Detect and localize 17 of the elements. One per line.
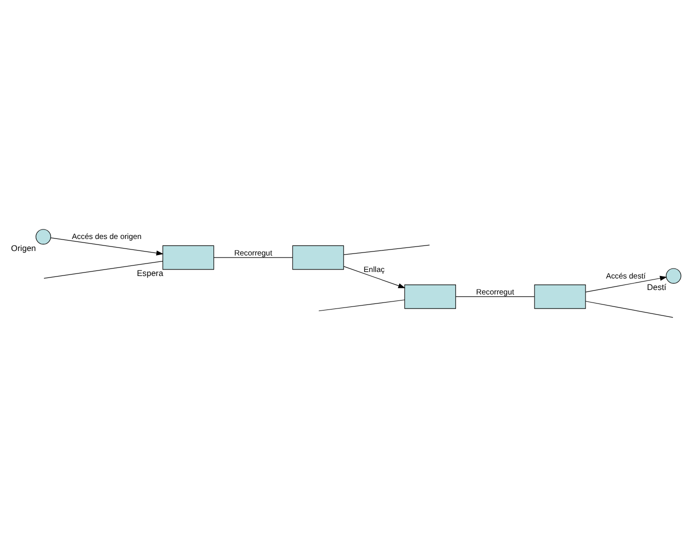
node-box bbox=[404, 284, 456, 308]
connector bbox=[344, 244, 430, 254]
node-circle bbox=[666, 268, 682, 284]
node-circle bbox=[36, 228, 52, 244]
arrow bbox=[344, 266, 406, 288]
connector bbox=[318, 299, 405, 311]
node-label: Origen bbox=[11, 242, 36, 252]
connector bbox=[585, 300, 674, 318]
node-box bbox=[292, 244, 344, 270]
node-label: Espera bbox=[136, 268, 164, 278]
node-box bbox=[534, 284, 586, 308]
arrow bbox=[585, 275, 668, 292]
connector bbox=[44, 260, 163, 278]
node-label: Destí bbox=[646, 281, 666, 292]
arrow bbox=[50, 236, 164, 255]
node-box bbox=[162, 244, 214, 270]
connector bbox=[214, 256, 293, 258]
